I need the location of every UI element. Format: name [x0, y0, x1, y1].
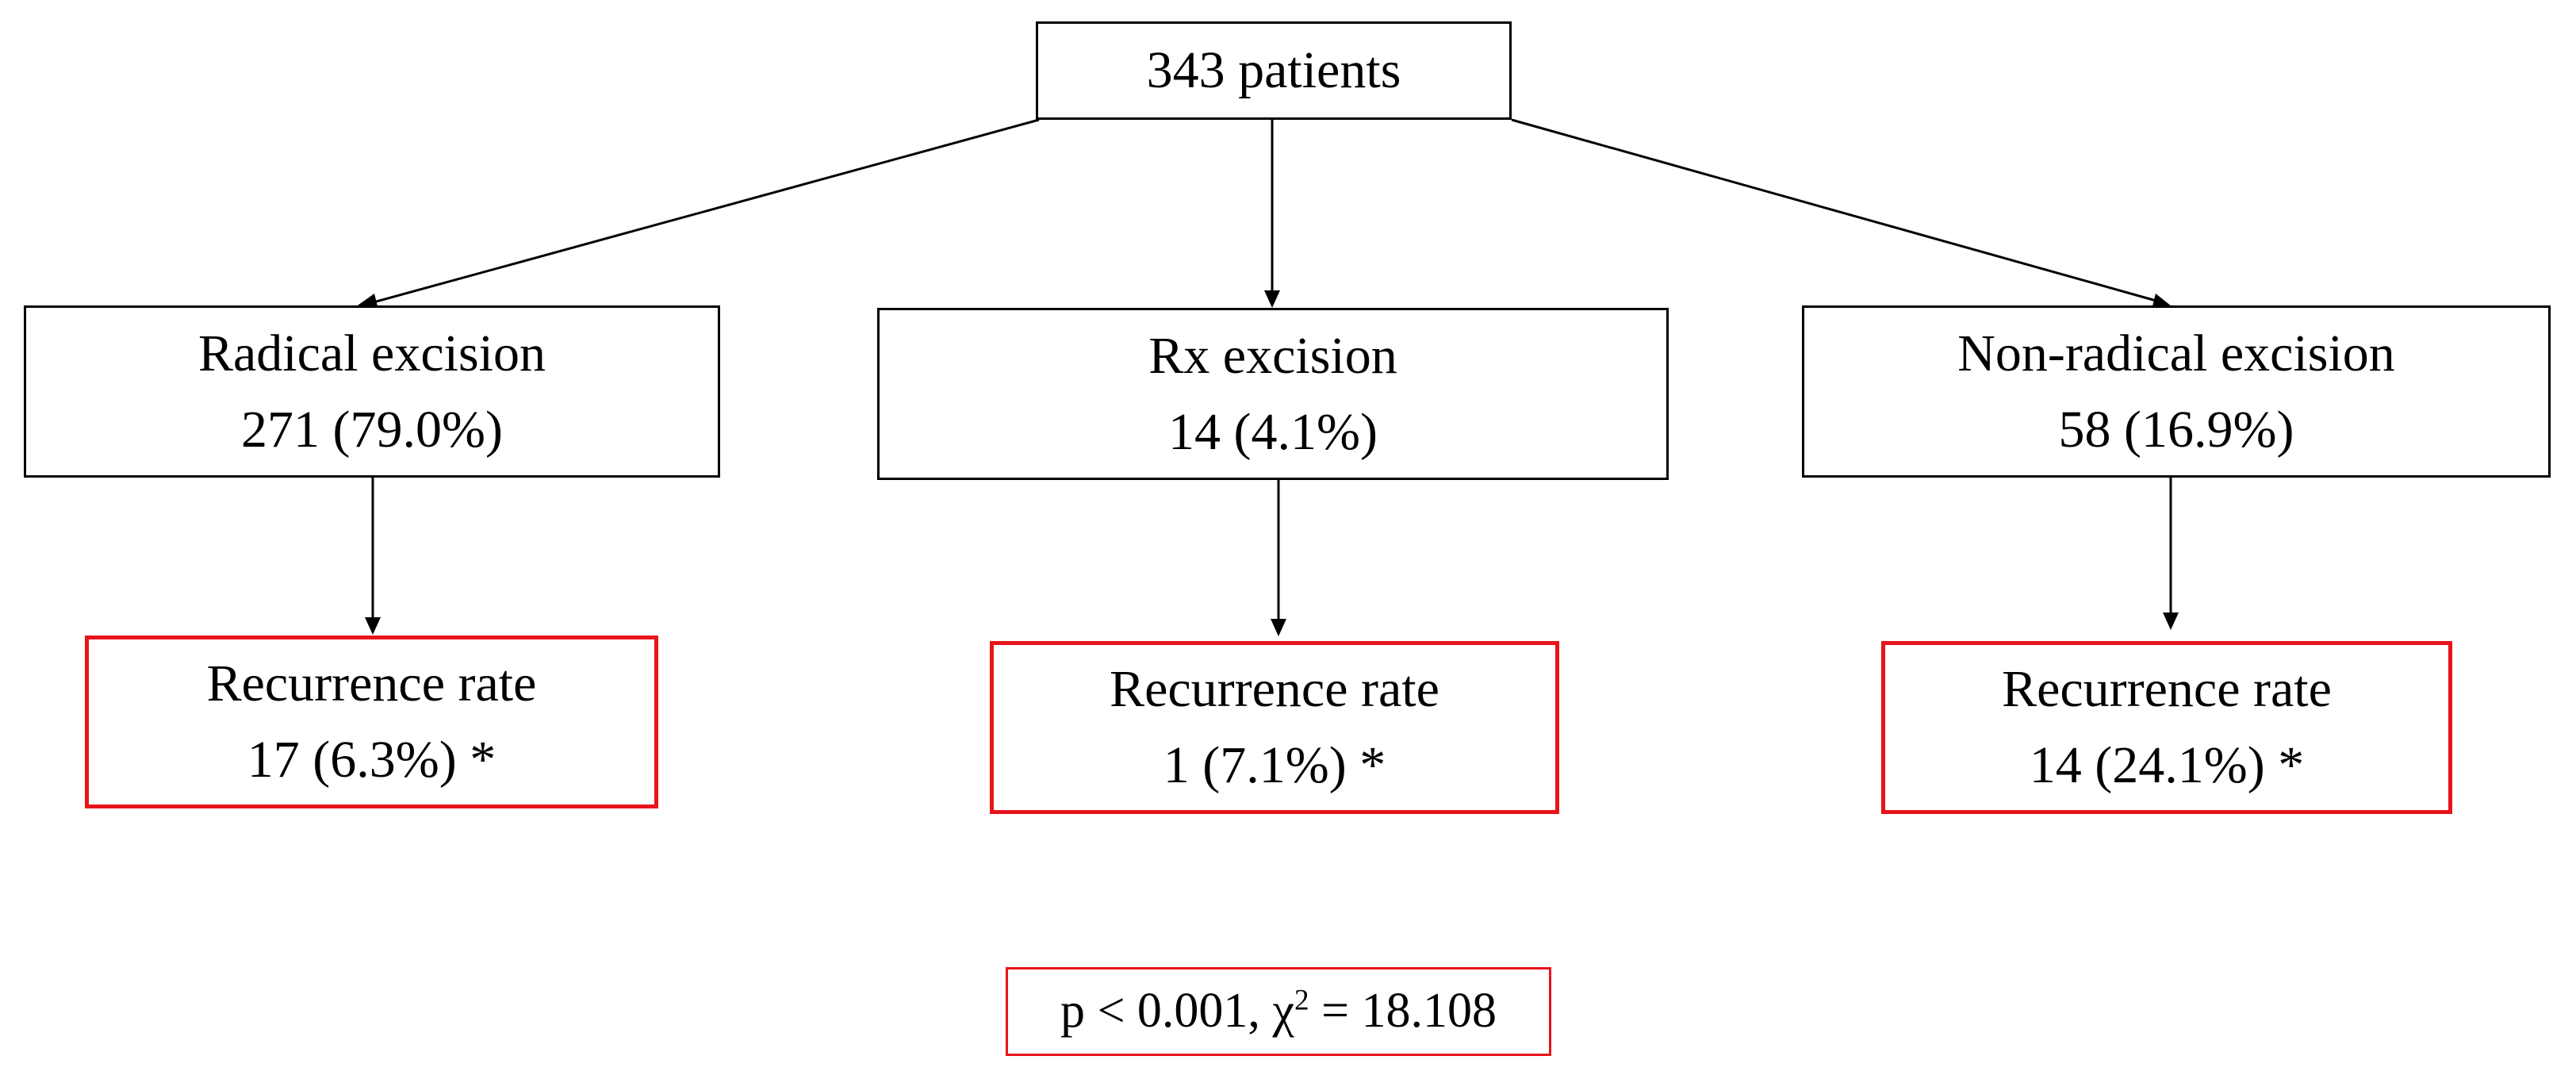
recurrence-value: 1 (7.1%) * — [1163, 736, 1386, 794]
group-name: Non-radical excision — [1957, 324, 2395, 382]
chi-superscript: 2 — [1294, 984, 1309, 1017]
recurrence-label: Recurrence rate — [1110, 660, 1439, 719]
root-label: 343 patients — [1146, 41, 1401, 100]
group-count: 58 (16.9%) — [2058, 400, 2294, 459]
recurrence-value: 17 (6.3%) * — [247, 731, 496, 789]
group-name: Radical excision — [197, 324, 546, 382]
chi-value: = 18.108 — [1309, 984, 1497, 1039]
group-node-rx-excision: Rx excision 14 (4.1%) — [877, 308, 1669, 480]
p-value-text: p < 0.001, — [1060, 984, 1273, 1039]
chi-symbol: χ — [1272, 984, 1294, 1039]
recurrence-node-radical-excision: Recurrence rate 17 (6.3%) * — [85, 635, 658, 808]
group-count: 271 (79.0%) — [241, 400, 503, 459]
recurrence-node-non-radical-excision: Recurrence rate 14 (24.1%) * — [1881, 641, 2452, 814]
recurrence-value: 14 (24.1%) * — [2029, 736, 2305, 794]
statistics-text: p < 0.001, χ2 = 18.108 — [1060, 976, 1497, 1047]
group-node-non-radical-excision: Non-radical excision 58 (16.9%) — [1802, 305, 2551, 478]
group-node-radical-excision: Radical excision 271 (79.0%) — [24, 305, 720, 478]
statistics-box: p < 0.001, χ2 = 18.108 — [1006, 967, 1551, 1056]
arrow-root-to-nonradical — [1511, 118, 2160, 303]
group-count: 14 (4.1%) — [1168, 402, 1378, 461]
recurrence-label: Recurrence rate — [206, 655, 537, 713]
group-name: Rx excision — [1148, 326, 1397, 385]
root-node: 343 patients — [1036, 21, 1512, 120]
recurrence-label: Recurrence rate — [2002, 660, 2332, 719]
arrowhead-rx-to-recurrence — [1271, 619, 1286, 636]
recurrence-node-rx-excision: Recurrence rate 1 (7.1%) * — [990, 641, 1559, 814]
arrow-root-to-radical — [364, 118, 1040, 306]
arrowhead-root-to-rx — [1264, 290, 1280, 308]
arrowhead-radical-to-recurrence — [365, 617, 381, 635]
arrowhead-nonradical-to-recurrence — [2163, 612, 2179, 630]
